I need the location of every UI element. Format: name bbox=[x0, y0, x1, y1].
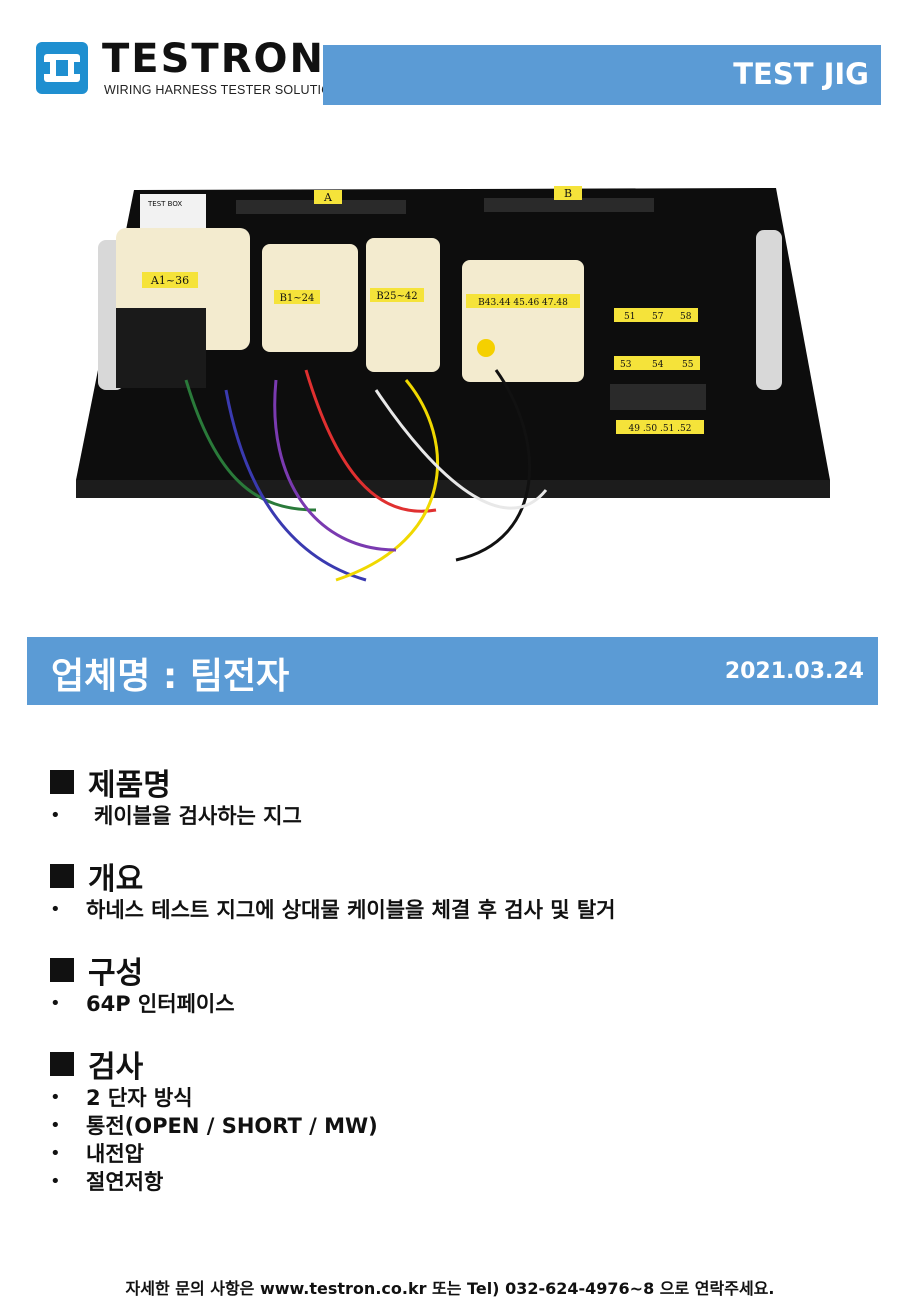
list-item: •하네스 테스트 지그에 상대물 케이블을 체결 후 검사 및 탈거 bbox=[50, 898, 616, 922]
terminal-mid-label-2: 54 bbox=[652, 360, 664, 370]
terminal-mid-label-1: 53 bbox=[620, 360, 632, 370]
section-overview: 개요 •하네스 테스트 지그에 상대물 케이블을 체결 후 검사 및 탈거 bbox=[50, 856, 850, 924]
company-logo: TESTRON WIRING HARNESS TESTER SOLUTIONS bbox=[36, 36, 349, 100]
bullet-icon: • bbox=[50, 805, 61, 826]
section-a-label: A bbox=[323, 191, 333, 204]
section-b-label: B bbox=[564, 187, 572, 200]
box3-label: B25~42 bbox=[376, 291, 417, 302]
company-name: 업체명 : 팀전자 bbox=[51, 656, 290, 697]
bullet-icon: • bbox=[50, 1115, 61, 1136]
bullet-icon: • bbox=[50, 993, 61, 1014]
section-title: 검사 bbox=[88, 1050, 144, 1085]
banner-title: TEST JIG bbox=[733, 57, 869, 91]
connector-box-4 bbox=[462, 260, 584, 382]
contact-footer: 자세한 문의 사항은 www.testron.co.kr 또는 Tel) 032… bbox=[125, 1279, 775, 1298]
terminal-mid-label-3: 55 bbox=[682, 360, 694, 370]
square-bullet-icon bbox=[50, 1052, 74, 1076]
section-title: 개요 bbox=[88, 862, 144, 897]
terminal-bottom-label: 49 .50 .51 .52 bbox=[629, 424, 692, 434]
list-item: •내전압 bbox=[50, 1142, 144, 1166]
company-bar: 업체명 : 팀전자 2021.03.24 bbox=[27, 637, 878, 705]
box2-label: B1~24 bbox=[280, 293, 315, 304]
box1-label: A1~36 bbox=[150, 274, 189, 287]
connector-box-3 bbox=[366, 238, 440, 372]
product-photo: A B TEST BOX A1~36 B1~24 B25~42 B43.44 4… bbox=[76, 186, 830, 582]
box4-label: B43.44 45.46 47.48 bbox=[478, 298, 568, 308]
section-title: 구성 bbox=[88, 956, 144, 991]
test-box-sticker: TEST BOX bbox=[147, 200, 182, 208]
spec-sections: 제품명 •케이블을 검사하는 지그 개요 •하네스 테스트 지그에 상대물 케이… bbox=[50, 762, 850, 1222]
square-bullet-icon bbox=[50, 958, 74, 982]
title-banner: TEST JIG bbox=[323, 45, 881, 105]
section-inspection: 검사 •2 단자 방식 •통전(OPEN / SHORT / MW) •내전압 … bbox=[50, 1044, 850, 1196]
list-item: •통전(OPEN / SHORT / MW) bbox=[50, 1114, 378, 1138]
terminal-top-label-2: 57 bbox=[652, 312, 664, 322]
section-title: 제품명 bbox=[88, 768, 171, 803]
list-item: •64P 인터페이스 bbox=[50, 992, 235, 1016]
testron-logo-icon bbox=[36, 42, 88, 94]
list-item: •절연저항 bbox=[50, 1170, 164, 1194]
bullet-icon: • bbox=[50, 899, 61, 920]
terminal-top-label-1: 51 bbox=[624, 312, 635, 322]
wire-harness bbox=[184, 369, 548, 582]
bullet-icon: • bbox=[50, 1087, 61, 1108]
right-rail bbox=[756, 230, 782, 390]
document-date: 2021.03.24 bbox=[724, 659, 864, 684]
terminal-top-label-3: 58 bbox=[680, 312, 692, 322]
section-configuration: 구성 •64P 인터페이스 bbox=[50, 950, 850, 1018]
square-bullet-icon bbox=[50, 770, 74, 794]
list-item: •2 단자 방식 bbox=[50, 1086, 193, 1110]
bullet-icon: • bbox=[50, 1143, 61, 1164]
square-bullet-icon bbox=[50, 864, 74, 888]
list-item: •케이블을 검사하는 지그 bbox=[50, 804, 302, 828]
bullet-icon: • bbox=[50, 1171, 61, 1192]
brand-tagline: WIRING HARNESS TESTER SOLUTIONS bbox=[104, 83, 349, 97]
brand-name: TESTRON bbox=[102, 36, 325, 82]
section-product-name: 제품명 •케이블을 검사하는 지그 bbox=[50, 762, 850, 830]
